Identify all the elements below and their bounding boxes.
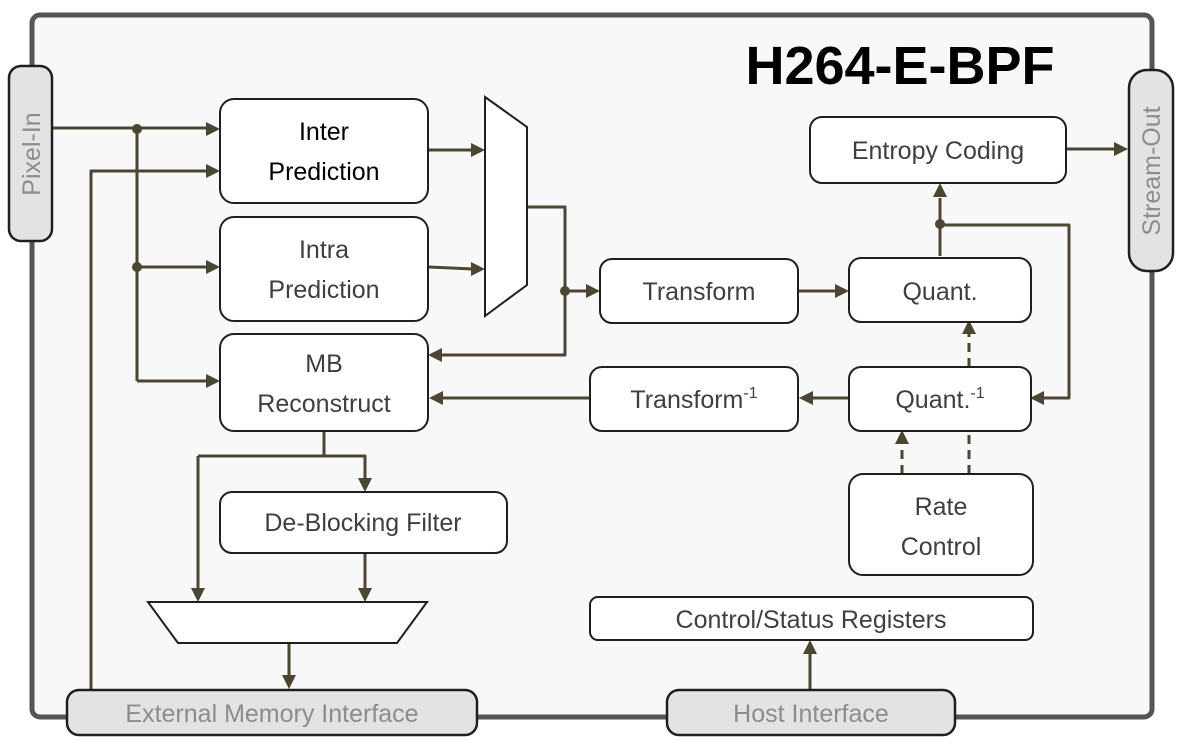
stream-out-port-box	[1127, 68, 1175, 273]
arrow-head	[429, 391, 443, 405]
inverse-transform-label: Transform-1	[630, 385, 757, 414]
pixel-in-label: Pixel-In	[18, 112, 46, 195]
intra-prediction-label-line1: Intra	[299, 236, 349, 264]
arrow-head	[358, 478, 372, 492]
external-memory-interface-label: External Memory Interface	[125, 700, 418, 728]
arrow-head	[206, 260, 220, 274]
entropy-coding-block: Entropy Coding	[809, 116, 1067, 184]
arrow-head	[962, 320, 976, 334]
transform-box	[599, 258, 799, 324]
connectors	[52, 124, 1116, 690]
arrow-head	[586, 284, 600, 298]
inverse-quant-box	[848, 366, 1032, 432]
arrow-head	[1114, 142, 1128, 156]
arrow-head	[191, 588, 205, 602]
inverse-quant-label-sup: -1	[970, 385, 984, 402]
mb-split-line	[198, 454, 367, 480]
pixel-in-port: Pixel-In	[7, 64, 54, 243]
stream-out-port: Stream-Out	[1127, 68, 1175, 273]
inverse-quant-label-base: Quant.	[895, 386, 970, 414]
inter-prediction-block: Inter Prediction	[219, 98, 429, 204]
arrow-head	[471, 143, 485, 157]
junction-dot	[935, 219, 945, 229]
deblocking-filter-box	[219, 491, 508, 554]
inverse-quant-label: Quant.-1	[895, 385, 984, 414]
deblocking-filter-block: De-Blocking Filter	[219, 491, 508, 554]
host-interface-port: Host Interface	[665, 688, 957, 737]
arrow-head	[895, 430, 909, 444]
stream-out-label: Stream-Out	[1138, 106, 1166, 235]
mb-reconstruct-label-line2: Reconstruct	[257, 390, 390, 418]
inter-prediction-label-line1: Inter	[299, 118, 349, 146]
mb-reconstruct-block: MB Reconstruct	[219, 333, 429, 432]
entropy-coding-label: Entropy Coding	[852, 137, 1024, 165]
arrow-head	[1030, 391, 1044, 405]
arrow-head	[206, 122, 220, 136]
intra-prediction-label-line2: Prediction	[268, 276, 379, 304]
inverse-quant-block: Quant.-1	[848, 366, 1032, 432]
inverse-transform-label-base: Transform	[630, 386, 743, 414]
pixel-in-port-box	[7, 64, 54, 243]
rate-control-box	[848, 473, 1034, 576]
transform-label: Transform	[643, 278, 756, 306]
quant-to-inverse-quant-line	[940, 223, 1071, 400]
quant-box	[848, 257, 1032, 323]
junction-dot	[132, 262, 142, 272]
inter-prediction-box	[219, 98, 429, 204]
diagram-title: H264-E-BPF	[745, 36, 1054, 96]
arrow-head	[933, 183, 947, 197]
transform-block: Transform	[599, 258, 799, 324]
arrow-head	[803, 640, 817, 654]
memory-write-mux	[146, 601, 429, 644]
control-status-registers-block: Control/Status Registers	[589, 596, 1034, 641]
inverse-transform-box	[589, 366, 799, 432]
quant-label: Quant.	[902, 278, 977, 306]
arrow-heads	[191, 122, 1128, 689]
intra-to-mux-line	[428, 265, 474, 271]
inverse-transform-block: Transform-1	[589, 366, 799, 432]
arrow-head	[206, 164, 220, 178]
quant-block: Quant.	[848, 257, 1032, 323]
host-interface-label: Host Interface	[733, 700, 889, 728]
arrow-head	[799, 391, 813, 405]
host-interface-box	[665, 688, 957, 737]
arrow-head	[358, 588, 372, 602]
arrow-head	[471, 262, 485, 276]
mb-reconstruct-box	[219, 333, 429, 432]
arrow-head	[835, 284, 849, 298]
intra-prediction-block: Intra Prediction	[219, 216, 429, 322]
arrow-head	[282, 675, 296, 689]
inter-prediction-label-line2: Prediction	[268, 158, 379, 186]
mb-reconstruct-label-line1: MB	[305, 350, 343, 378]
entropy-coding-box	[809, 116, 1067, 184]
external-memory-interface-port: External Memory Interface	[65, 688, 479, 737]
reference-feed-line	[89, 169, 208, 690]
junction-dot	[560, 286, 570, 296]
junction-dot	[132, 124, 142, 134]
intra-prediction-box	[219, 216, 429, 322]
arrow-head	[206, 374, 220, 388]
rate-control-label-line2: Control	[901, 533, 982, 561]
deblocking-filter-label: De-Blocking Filter	[264, 509, 461, 537]
rate-control-block: Rate Control	[848, 473, 1034, 576]
mux-out-line	[440, 205, 567, 357]
external-memory-interface-box	[65, 688, 479, 737]
control-status-registers-box	[589, 596, 1034, 641]
arrow-head	[428, 348, 442, 362]
inverse-transform-label-sup: -1	[743, 385, 757, 402]
control-status-registers-label: Control/Status Registers	[676, 606, 947, 634]
rate-control-label-line1: Rate	[915, 493, 968, 521]
prediction-mux	[484, 95, 528, 318]
